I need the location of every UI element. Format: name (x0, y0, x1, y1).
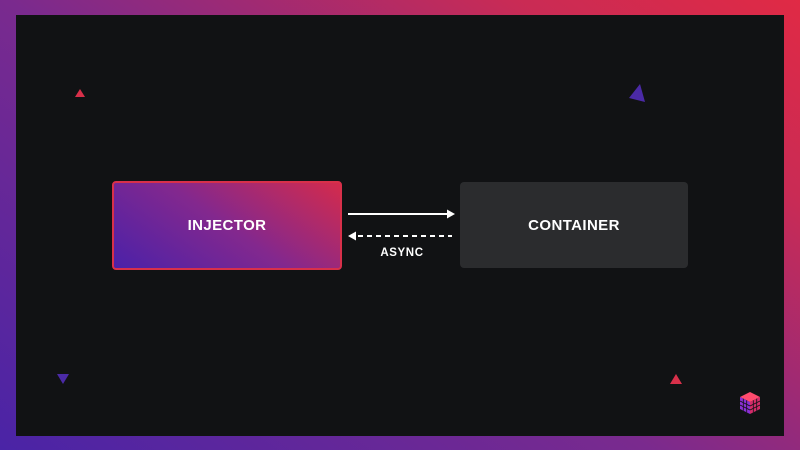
triangle-decoration-top-left (75, 89, 85, 97)
injector-node: INJECTOR (112, 181, 342, 270)
async-edge-label: ASYNC (380, 247, 424, 259)
container-label: CONTAINER (528, 216, 620, 234)
container-node: CONTAINER (460, 182, 688, 268)
triangle-decoration-top-right (629, 84, 645, 102)
triangle-decoration-bottom-left (57, 374, 69, 384)
triangle-decoration-bottom-right (670, 374, 682, 384)
cube-grid-logo-icon (739, 392, 761, 414)
injector-label: INJECTOR (187, 217, 267, 234)
request-arrow (348, 209, 455, 219)
async-arrow (348, 231, 452, 241)
